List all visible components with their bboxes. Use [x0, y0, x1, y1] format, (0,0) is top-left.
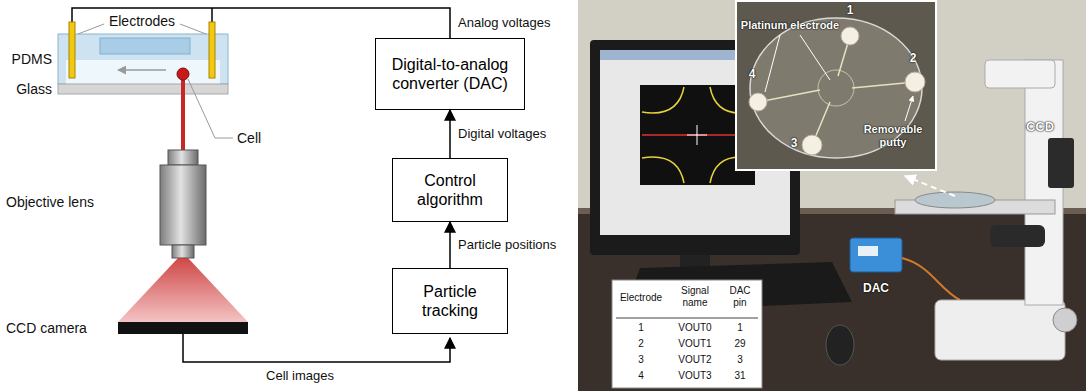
microscope-head — [985, 60, 1055, 88]
table-cell: 2 — [638, 338, 644, 350]
flow-arrow — [449, 110, 451, 158]
eyepiece — [990, 225, 1045, 247]
cable — [902, 258, 960, 300]
table-cell: 31 — [734, 370, 745, 382]
chamber-ring — [818, 70, 854, 106]
mouse — [826, 325, 854, 365]
putty-blob — [841, 27, 859, 45]
putty-blob — [749, 93, 767, 111]
voltage-wire — [211, 8, 213, 22]
table-cell: VOUT1 — [678, 338, 711, 350]
pdms-block — [58, 34, 228, 84]
ccd-sensor — [118, 322, 248, 334]
table-cell: VOUT3 — [678, 370, 711, 382]
putty-blob — [905, 72, 925, 92]
table-header: Signal name — [675, 285, 715, 308]
process-box: Particle tracking — [392, 268, 508, 334]
photo-label: Removable putty — [858, 123, 928, 148]
pdms-cavity — [100, 38, 190, 54]
layer-label: PDMS — [12, 51, 52, 67]
table-cell: 1 — [638, 322, 644, 334]
zoom-arrow — [905, 176, 955, 196]
electrode-bar — [209, 22, 215, 78]
table-cell: 29 — [734, 338, 745, 350]
flow-arrow — [449, 222, 451, 268]
part-label: CCD camera — [6, 320, 87, 336]
fluid-channel — [66, 60, 220, 84]
table-cell: 3 — [737, 354, 743, 366]
table-cell: 4 — [638, 370, 644, 382]
light-cone — [118, 258, 248, 322]
box-text: Digital-to-analog converter (DAC) — [384, 55, 516, 93]
callout-number: 2 — [910, 52, 917, 66]
flow-arrow — [118, 69, 166, 71]
dac-device — [850, 238, 902, 272]
putty-blob — [802, 135, 822, 155]
signal-label: Digital voltages — [458, 127, 546, 142]
table-cell: 1 — [737, 322, 743, 334]
objective-lens — [160, 165, 206, 245]
focus-knob — [1053, 308, 1077, 332]
photo-label: DAC — [863, 282, 889, 296]
cell-dot — [177, 68, 189, 80]
table-cell: 3 — [638, 354, 644, 366]
photo-label: Platinum electrode — [741, 19, 839, 32]
signal-label: Analog voltages — [458, 16, 551, 31]
pin-table — [612, 280, 762, 388]
part-label: Electrodes — [109, 13, 175, 29]
microscope-base — [935, 300, 1065, 360]
leader-line — [765, 35, 830, 92]
leader-line — [188, 79, 233, 138]
leader-line — [905, 96, 913, 121]
table-header: DAC pin — [724, 285, 756, 308]
table-rule — [616, 318, 758, 319]
photo-label: CCD — [1026, 120, 1054, 135]
glass-slide — [58, 84, 228, 94]
objective-lens — [168, 150, 198, 165]
photo-wall — [578, 0, 1086, 391]
callout-number: 4 — [749, 68, 756, 82]
leader-line — [78, 24, 104, 34]
image-wire — [183, 334, 450, 362]
layer-label: Glass — [16, 81, 52, 97]
objective-lens — [172, 245, 194, 258]
table-cell: VOUT2 — [678, 354, 711, 366]
process-box: Control algorithm — [392, 158, 508, 222]
process-box: Digital-to-analog converter (DAC) — [375, 38, 525, 110]
crosshair — [687, 125, 707, 145]
box-text: Control algorithm — [401, 171, 499, 209]
light-beam — [181, 80, 185, 150]
callout-number: 1 — [847, 4, 854, 18]
inset-photo — [736, 1, 936, 170]
part-label: Cell — [237, 130, 261, 146]
electrode-bar — [69, 22, 75, 78]
ccd-camera — [1048, 138, 1074, 188]
signal-label: Cell images — [266, 369, 334, 384]
box-text: Particle tracking — [401, 282, 499, 320]
table-header: Electrode — [620, 292, 662, 304]
part-label: Objective lens — [6, 194, 94, 210]
signal-label: Particle positions — [458, 238, 556, 253]
table-cell: VOUT0 — [678, 322, 711, 334]
petri-dish — [915, 192, 995, 208]
callout-number: 3 — [791, 137, 798, 151]
leader-line — [180, 24, 206, 34]
dac-sticker — [858, 246, 878, 256]
